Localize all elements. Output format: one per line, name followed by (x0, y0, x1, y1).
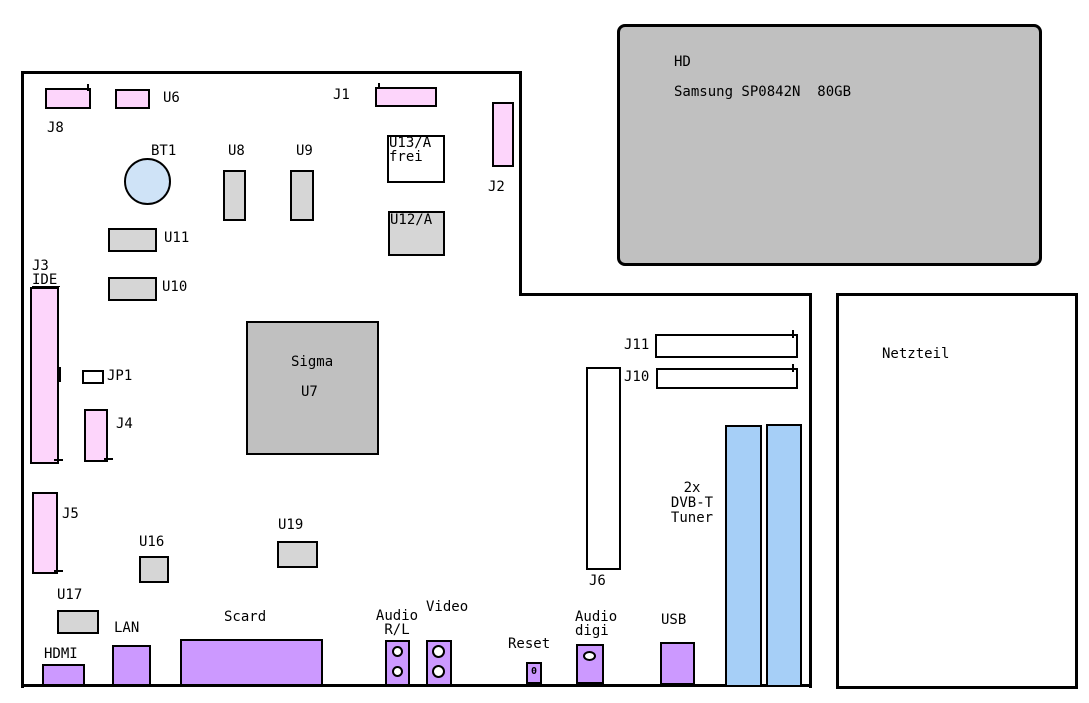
u9-label: U9 (296, 143, 313, 159)
board-edge-bottom (21, 684, 812, 687)
power-supply (836, 293, 1078, 689)
sigma-u7-chip (246, 321, 379, 455)
j4-pin1-mark (104, 458, 113, 460)
u12-label: U12/A (390, 212, 433, 228)
jp1-label: JP1 (107, 368, 133, 384)
u8-chip (223, 170, 246, 221)
u9-chip (290, 170, 314, 221)
bt1-label: BT1 (151, 143, 177, 159)
u16-chip (139, 556, 169, 583)
lan-label: LAN (114, 620, 140, 636)
video-label: Video (426, 599, 469, 615)
j3-pin1-mark (54, 459, 63, 461)
usb-port (660, 642, 695, 685)
hd-model: Samsung SP0842N 80GB (674, 84, 852, 100)
audio-digi-port (576, 644, 604, 684)
board-edge-notch-horizontal (519, 293, 812, 296)
audio-rl-port (385, 640, 410, 686)
audio-rl-label: Audio R/L (375, 608, 419, 638)
video-jack-1 (432, 645, 445, 658)
audio-left-jack (392, 666, 403, 677)
audio-digi-jack (583, 651, 596, 661)
bt1-battery (124, 158, 171, 205)
j10-header (656, 368, 798, 389)
j6-label: J6 (589, 573, 606, 589)
j1-pin1-mark (378, 83, 380, 89)
u7-label: U7 (301, 384, 318, 400)
j8-label: J8 (47, 120, 64, 136)
scart-port (180, 639, 323, 686)
j11-label: J11 (624, 337, 650, 353)
u6-chip (115, 89, 150, 109)
j5-header (32, 492, 58, 574)
scard-label: Scard (224, 609, 267, 625)
u8-label: U8 (228, 143, 245, 159)
j11-header (655, 334, 798, 358)
u19-label: U19 (278, 517, 304, 533)
j1-header (375, 87, 437, 107)
audio-digi-label: Audio digi (575, 609, 618, 639)
hd-title: HD (674, 54, 691, 70)
hdmi-port (42, 664, 85, 686)
j3-key-notch (57, 367, 61, 382)
board-edge-notch-vertical (519, 71, 522, 296)
j5-pin1-mark (54, 570, 63, 572)
u11-label: U11 (164, 230, 190, 246)
u11-chip (108, 228, 157, 252)
j5-label: J5 (62, 506, 79, 522)
u10-label: U10 (162, 279, 188, 295)
reset-label: Reset (508, 636, 551, 652)
board-edge-left (21, 71, 24, 688)
j10-pin1-mark (792, 364, 794, 372)
u6-label: U6 (163, 90, 180, 106)
lan-port (112, 645, 151, 686)
j3-ide-header (30, 287, 59, 464)
dvb-t-tuner-2 (766, 424, 802, 687)
audio-right-jack (392, 646, 403, 657)
j4-header (84, 409, 108, 462)
reset-mark: 0 (531, 666, 538, 677)
j8-pin1-mark (87, 84, 89, 91)
j3-label-underline (32, 286, 60, 287)
j11-pin1-mark (792, 330, 794, 338)
u19-chip (277, 541, 318, 568)
psu-label: Netzteil (882, 346, 950, 362)
j6-header (586, 367, 621, 570)
tuner-label: 2x DVB-T Tuner (670, 480, 714, 526)
hdmi-label: HDMI (44, 646, 78, 662)
j4-label: J4 (116, 416, 133, 432)
usb-label: USB (661, 612, 687, 628)
jp1-jumper (82, 370, 104, 384)
j2-label: J2 (488, 179, 505, 195)
u13-label: U13/A frei (389, 135, 432, 165)
u10-chip (108, 277, 157, 301)
board-edge-right (809, 293, 812, 688)
u17-chip (57, 610, 99, 634)
sigma-label: Sigma (291, 354, 334, 370)
board-edge-top (21, 71, 522, 74)
j3-label: J3 IDE (32, 258, 58, 288)
u16-label: U16 (139, 534, 165, 550)
j1-label: J1 (333, 87, 350, 103)
j10-label: J10 (624, 369, 650, 385)
reset-button (526, 662, 542, 684)
j2-header (492, 102, 514, 167)
video-jack-2 (432, 665, 445, 678)
u12-chip (388, 211, 445, 256)
u13-socket (387, 135, 445, 183)
dvb-t-tuner-1 (725, 425, 762, 687)
j8-header (45, 88, 91, 109)
u17-label: U17 (57, 587, 83, 603)
hard-disk (617, 24, 1042, 266)
